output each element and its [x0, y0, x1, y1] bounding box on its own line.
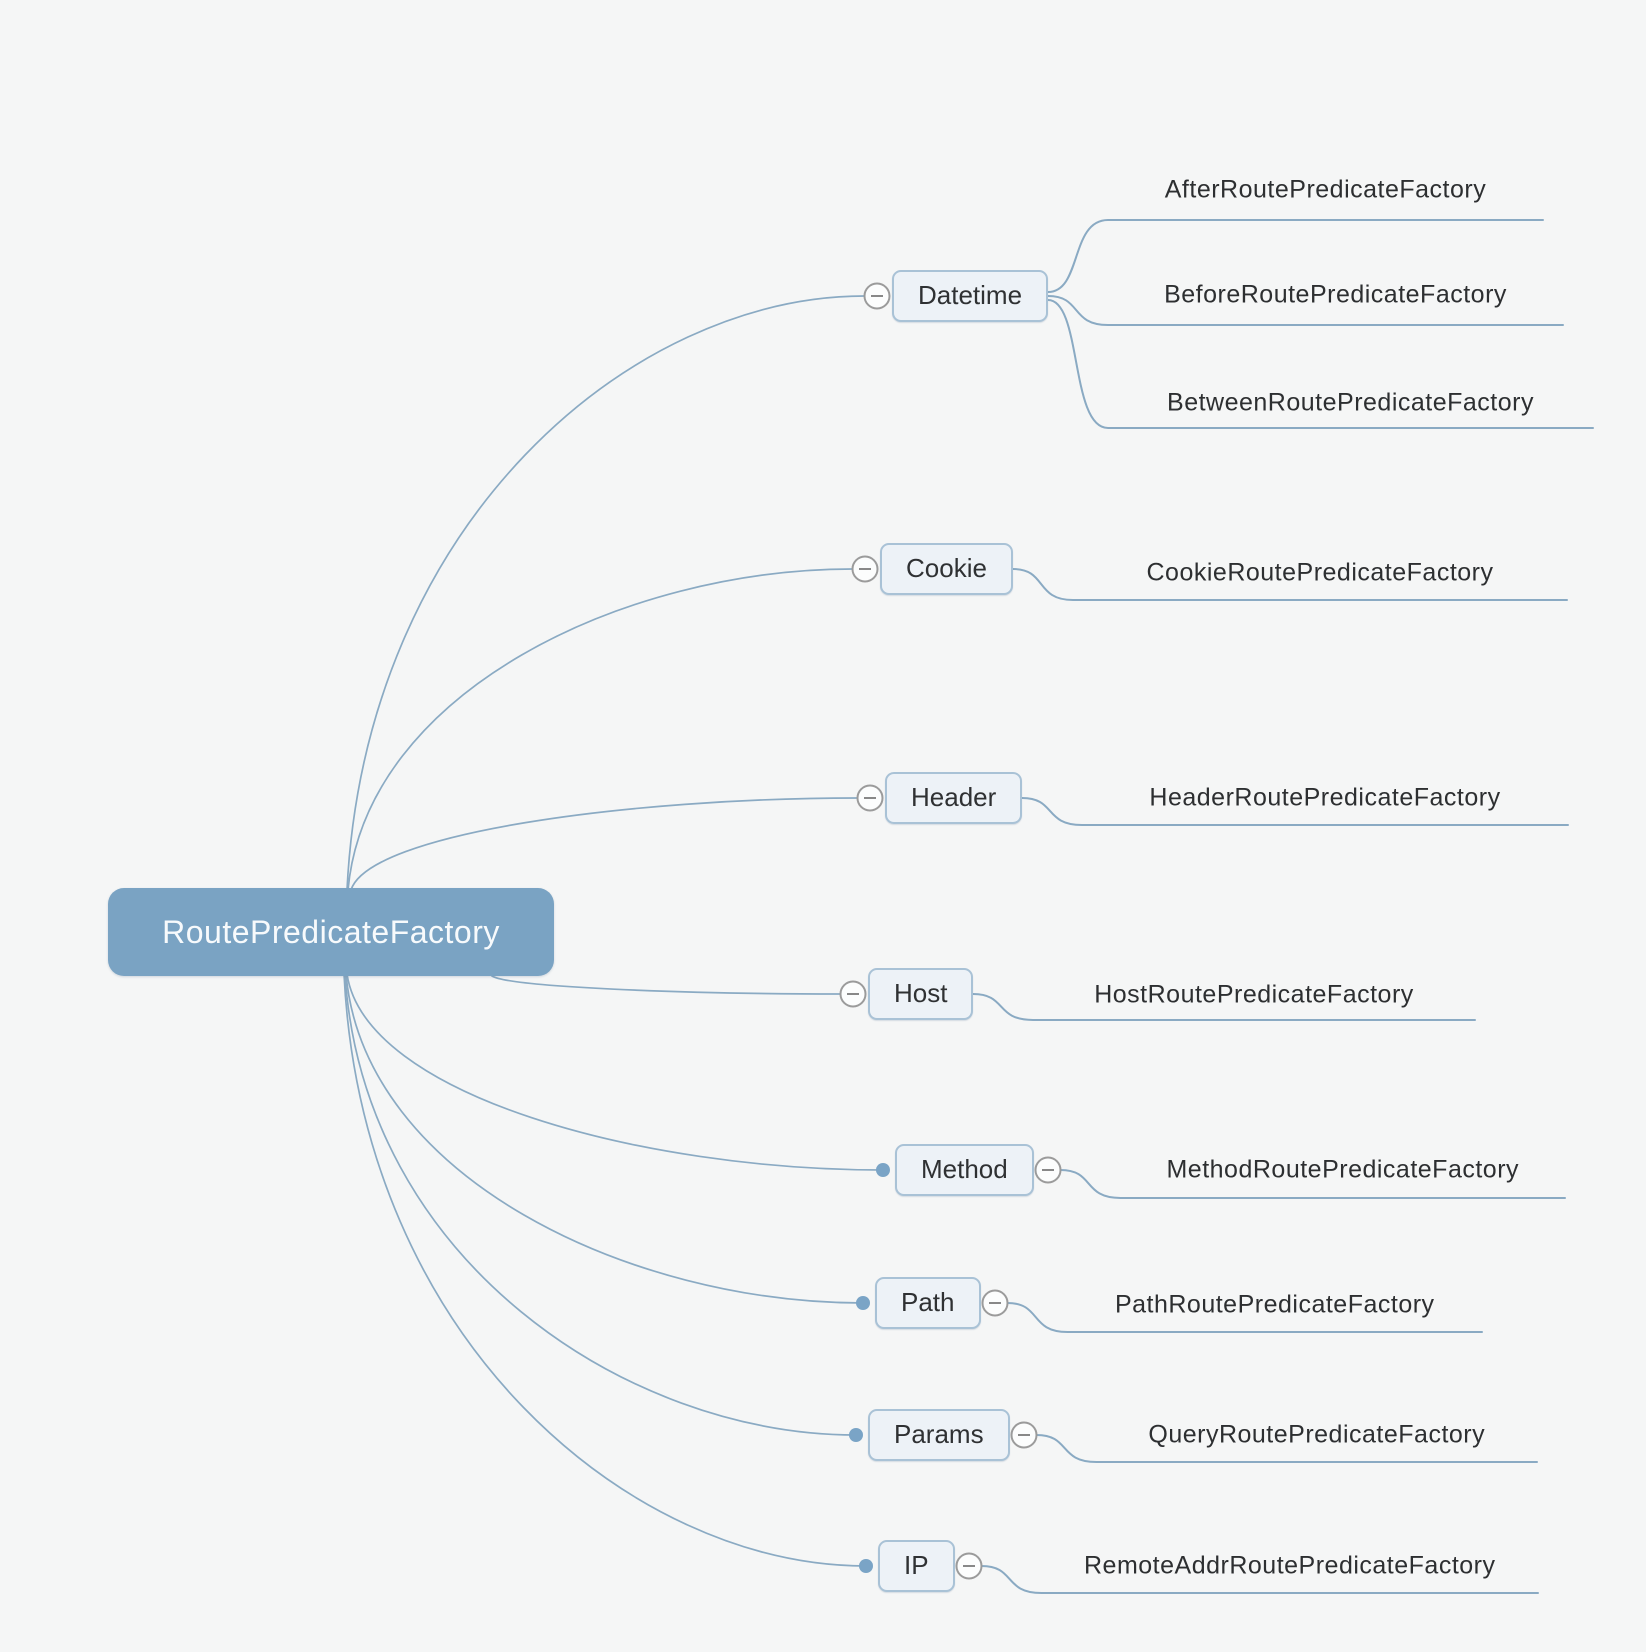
branch-node-cookie[interactable]: Cookie — [880, 543, 1013, 595]
leaf-label[interactable]: BeforeRoutePredicateFactory — [1164, 280, 1507, 309]
connector-edge — [345, 973, 864, 1304]
leaf-label[interactable]: MethodRoutePredicateFactory — [1166, 1155, 1520, 1184]
connector-edge — [1021, 797, 1569, 826]
dot-icon — [856, 1296, 870, 1310]
connector-edge — [1059, 1169, 1566, 1199]
connector-edge — [343, 973, 867, 1567]
connector-edge — [980, 1565, 1539, 1594]
connector-edge — [350, 797, 859, 891]
leaf-label[interactable]: CookieRoutePredicateFactory — [1146, 558, 1494, 587]
connector-edge — [1047, 219, 1544, 293]
minus-circle-icon[interactable] — [955, 1552, 983, 1580]
leaf-label[interactable]: HostRoutePredicateFactory — [1094, 980, 1414, 1009]
connector-edge — [344, 973, 857, 1436]
connector-edge — [1047, 299, 1594, 429]
leaf-label[interactable]: AfterRoutePredicateFactory — [1164, 175, 1487, 204]
connector-edge — [1047, 295, 1564, 326]
leaf-label[interactable]: RemoteAddrRoutePredicateFactory — [1083, 1551, 1496, 1580]
minus-circle-icon[interactable] — [1034, 1156, 1062, 1184]
branch-node-method[interactable]: Method — [895, 1144, 1034, 1196]
minus-circle-icon[interactable] — [851, 555, 879, 583]
dot-icon — [859, 1559, 873, 1573]
branch-node-params[interactable]: Params — [868, 1409, 1010, 1461]
root-node-route-predicate-factory[interactable]: RoutePredicateFactory — [108, 888, 554, 976]
branch-node-host[interactable]: Host — [868, 968, 974, 1020]
connector-edge — [1012, 568, 1568, 601]
leaf-label[interactable]: QueryRoutePredicateFactory — [1148, 1420, 1486, 1449]
branch-node-path[interactable]: Path — [875, 1277, 981, 1329]
leaf-label[interactable]: PathRoutePredicateFactory — [1114, 1290, 1435, 1319]
minus-circle-icon[interactable] — [1010, 1421, 1038, 1449]
connector-edge — [1006, 1302, 1483, 1333]
connector-edge — [346, 295, 866, 891]
minus-circle-icon[interactable] — [839, 980, 867, 1008]
connector-edge — [1035, 1434, 1538, 1463]
connector-edge — [347, 568, 854, 891]
connector-edge — [972, 993, 1476, 1021]
minus-circle-icon[interactable] — [981, 1289, 1009, 1317]
leaf-label[interactable]: BetweenRoutePredicateFactory — [1167, 388, 1534, 417]
connector-edge — [491, 975, 842, 995]
minus-circle-icon[interactable] — [863, 282, 891, 310]
branch-node-header[interactable]: Header — [885, 772, 1023, 824]
branch-node-ip[interactable]: IP — [878, 1540, 955, 1592]
leaf-label[interactable]: HeaderRoutePredicateFactory — [1149, 783, 1501, 812]
dot-icon — [876, 1163, 890, 1177]
minus-circle-icon[interactable] — [856, 784, 884, 812]
branch-node-datetime[interactable]: Datetime — [892, 270, 1049, 322]
connector-edge — [346, 973, 884, 1171]
dot-icon — [849, 1428, 863, 1442]
